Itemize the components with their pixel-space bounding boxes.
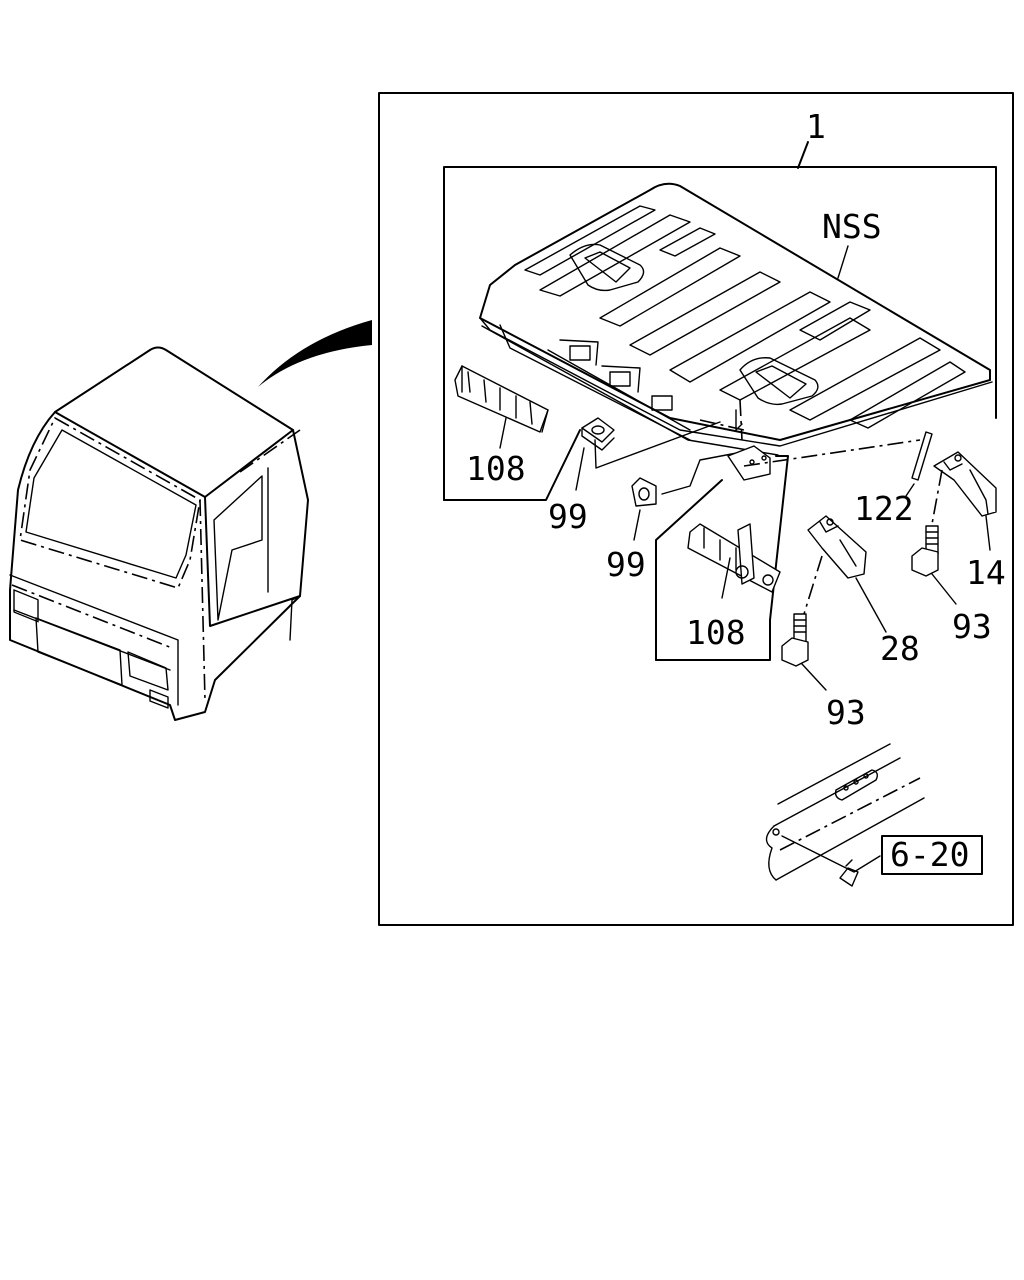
label-reference: 6-20 bbox=[890, 835, 969, 874]
pad-upper bbox=[581, 417, 615, 451]
label-bolt-lower: 93 bbox=[826, 693, 866, 732]
label-bracket-center: 28 bbox=[880, 629, 920, 668]
bracket-center bbox=[807, 515, 867, 579]
label-bolt-right: 93 bbox=[952, 607, 992, 646]
reference-box bbox=[881, 835, 983, 875]
label-bracket-right: 14 bbox=[966, 553, 1006, 592]
assembly-bracket bbox=[443, 166, 997, 501]
truck-cab-illustration bbox=[9, 320, 372, 721]
label-roof-panel: NSS bbox=[822, 207, 882, 246]
bracket-right bbox=[933, 451, 997, 517]
label-reinforcement-left: 108 bbox=[466, 449, 526, 488]
bolt-right bbox=[911, 469, 943, 577]
label-assembly: 1 bbox=[806, 107, 826, 146]
reinforcement-left bbox=[454, 365, 549, 433]
label-pad-upper: 99 bbox=[548, 497, 588, 536]
label-reinforcement-center: 108 bbox=[686, 613, 746, 652]
pad-lower bbox=[631, 477, 657, 507]
detail-frame bbox=[378, 92, 1014, 926]
roof-panel bbox=[479, 182, 993, 456]
label-pin: 122 bbox=[854, 489, 914, 528]
bolt-lower bbox=[781, 555, 823, 667]
label-pad-lower: 99 bbox=[606, 545, 646, 584]
reinforcement-center bbox=[687, 523, 781, 593]
hinge-mount bbox=[699, 399, 921, 481]
pin bbox=[911, 431, 933, 481]
